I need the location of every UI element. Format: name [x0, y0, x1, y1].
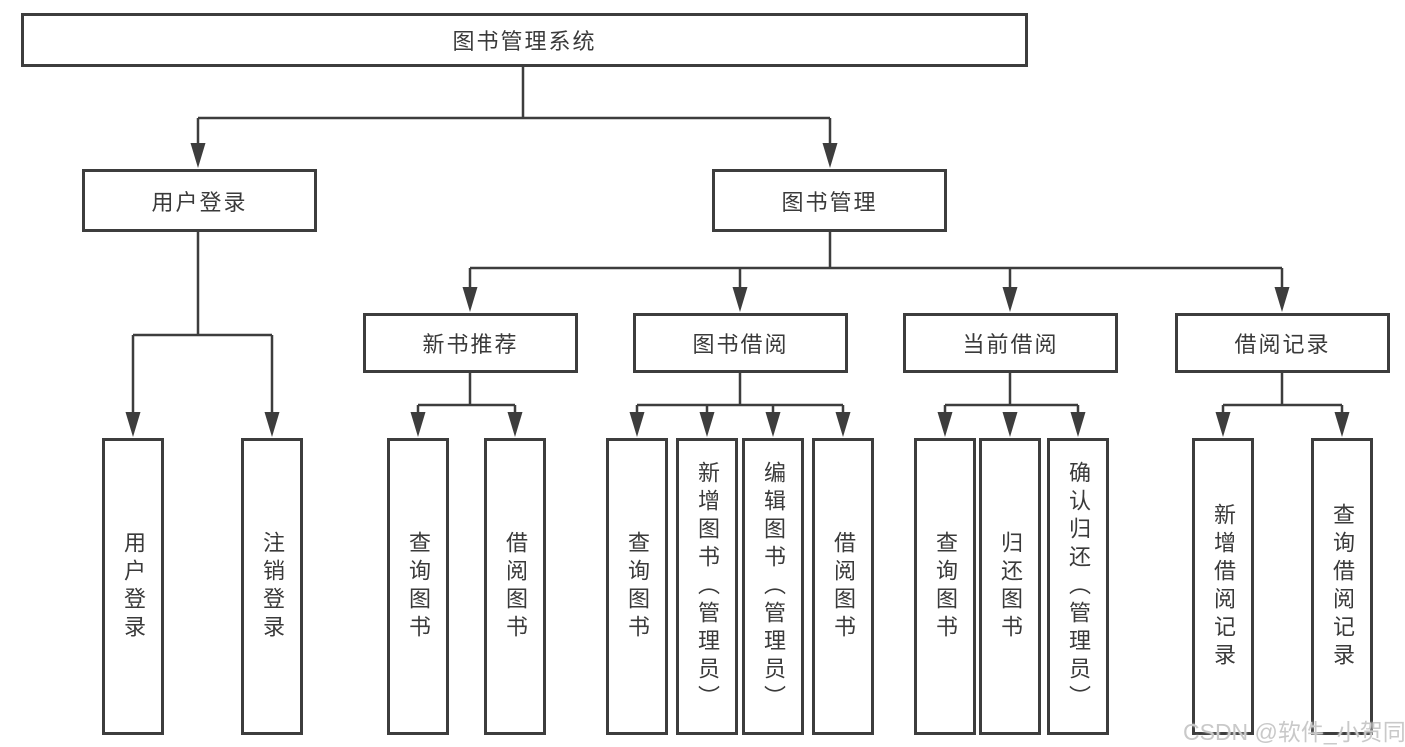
node-label: 图书借阅: [692, 332, 789, 357]
node-book-borrowing: 图书借阅: [633, 313, 848, 373]
node-book-management: 图书管理: [712, 169, 947, 232]
node-label: 借阅图书: [831, 530, 856, 643]
leaf-borrow-books-borrowing: 借阅图书: [812, 438, 874, 735]
node-label: 图书管理系统: [452, 29, 597, 54]
node-label: 查询图书: [406, 530, 431, 643]
leaf-query-books-borrowing: 查询图书: [606, 438, 668, 735]
node-label: 编辑图书（管理员）: [761, 460, 786, 713]
node-label: 归还图书: [998, 530, 1023, 643]
node-user-login: 用户登录: [82, 169, 317, 232]
node-label: 查询借阅记录: [1330, 502, 1355, 671]
leaf-borrow-books-recommend: 借阅图书: [484, 438, 546, 735]
node-label: 当前借阅: [962, 332, 1059, 357]
node-label: 新增图书（管理员）: [695, 460, 720, 713]
node-label: 新增借阅记录: [1211, 502, 1236, 671]
node-label: 用户登录: [151, 189, 248, 215]
csdn-watermark: CSDN @软件_小贺同学: [1183, 719, 1405, 745]
node-label: 确认归还（管理员）: [1066, 460, 1091, 713]
node-label: 借阅图书: [503, 530, 528, 643]
node-new-book-recommend: 新书推荐: [363, 313, 578, 373]
node-label: 查询图书: [625, 530, 650, 643]
leaf-logout: 注销登录: [241, 438, 303, 735]
node-label: 查询图书: [933, 530, 958, 643]
leaf-return-book: 归还图书: [979, 438, 1041, 735]
leaf-confirm-return-admin: 确认归还（管理员）: [1047, 438, 1109, 735]
node-book-management-system: 图书管理系统: [21, 13, 1028, 67]
node-label: 新书推荐: [422, 332, 519, 357]
node-borrowing-records: 借阅记录: [1175, 313, 1390, 373]
node-label: 图书管理: [781, 189, 878, 215]
node-current-borrowing: 当前借阅: [903, 313, 1118, 373]
leaf-add-borrow-record: 新增借阅记录: [1192, 438, 1254, 735]
leaf-add-book-admin: 新增图书（管理员）: [676, 438, 738, 735]
leaf-edit-book-admin: 编辑图书（管理员）: [742, 438, 804, 735]
arrowheads: [125, 143, 1350, 437]
leaf-query-books-recommend: 查询图书: [387, 438, 449, 735]
leaf-query-borrow-record: 查询借阅记录: [1311, 438, 1373, 735]
node-label: 用户登录: [121, 530, 146, 643]
leaf-query-books-current: 查询图书: [914, 438, 976, 735]
node-label: 注销登录: [260, 530, 285, 643]
leaf-user-login: 用户登录: [102, 438, 164, 735]
node-label: 借阅记录: [1234, 332, 1331, 357]
